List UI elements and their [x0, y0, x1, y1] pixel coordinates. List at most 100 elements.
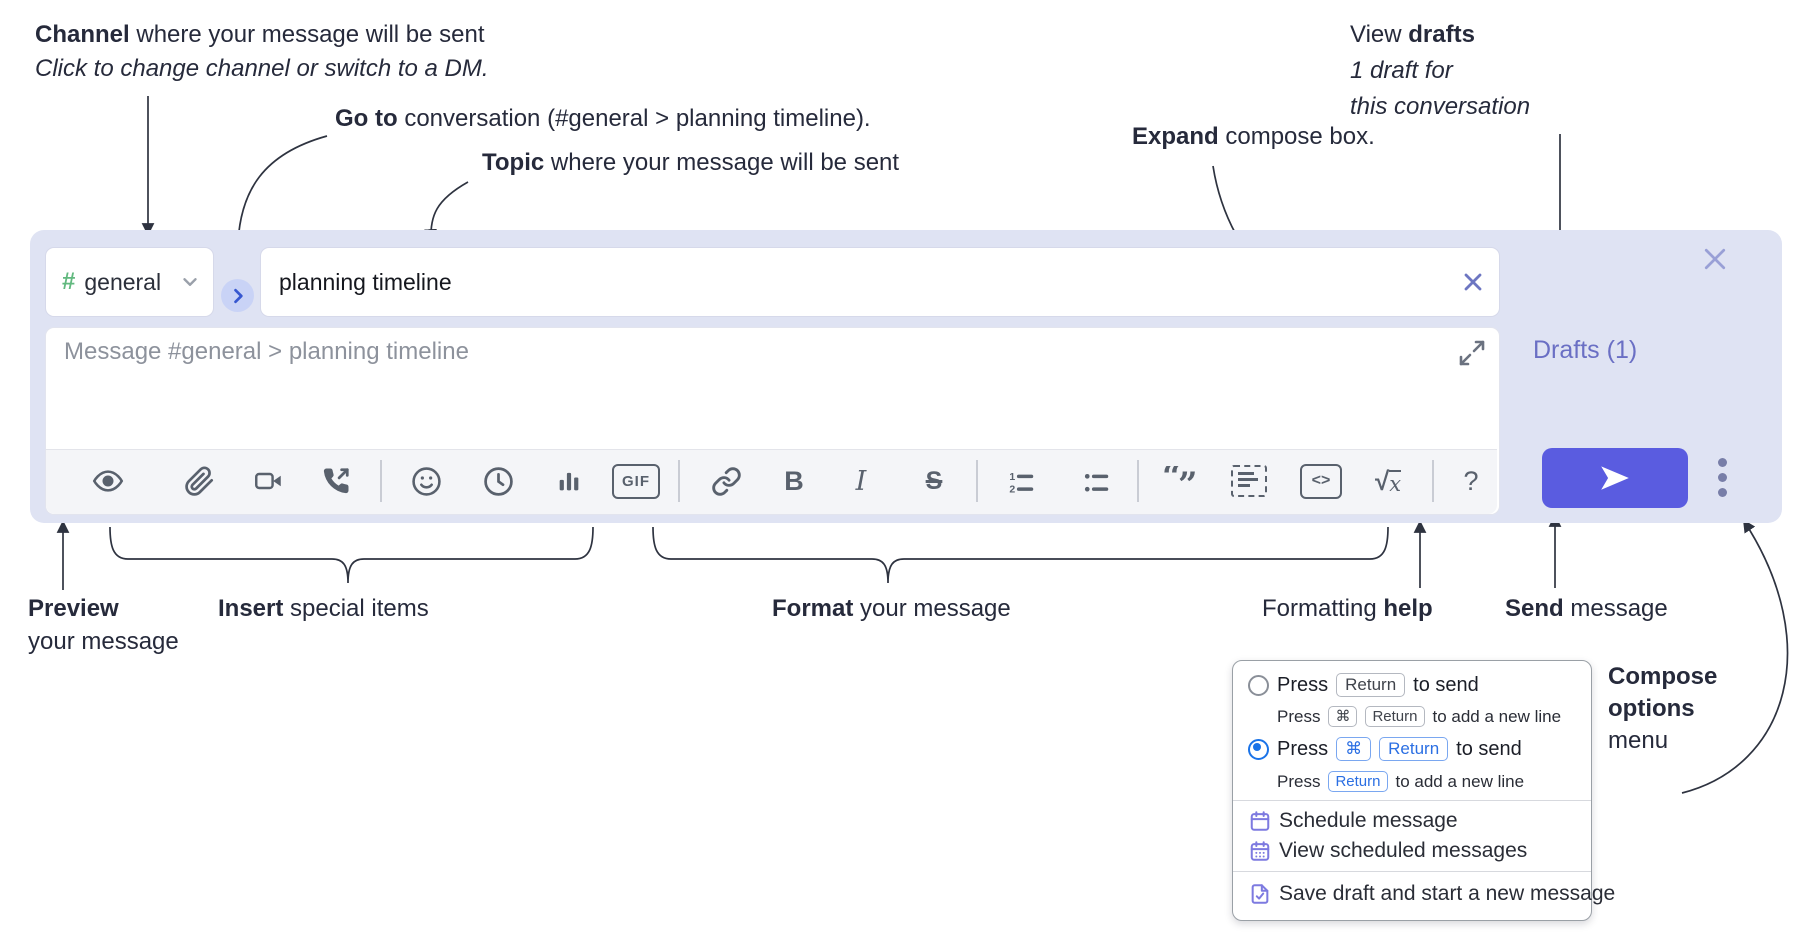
italic-button[interactable]: I — [839, 457, 883, 505]
view-scheduled-item[interactable]: View scheduled messages — [1249, 839, 1527, 863]
bold-icon: B — [784, 465, 804, 496]
poll-button[interactable] — [547, 457, 591, 505]
insert-annotation: Insert special items — [218, 594, 429, 624]
expand-compose-button[interactable] — [1457, 338, 1487, 368]
cmd-enter-sends-subtext: Press Return to add a new line — [1277, 771, 1524, 792]
italic-icon: I — [855, 465, 867, 497]
message-input[interactable] — [62, 336, 1446, 440]
expand-annotation: Expand compose box. — [1132, 122, 1375, 152]
spoiler-button[interactable] — [1227, 457, 1271, 505]
compose-options-button[interactable] — [1714, 458, 1732, 502]
calendar-icon — [1249, 810, 1271, 832]
quote-icon: “” — [1162, 466, 1198, 496]
svg-text:“: “ — [1162, 466, 1182, 496]
radio-unselected-icon[interactable] — [1248, 674, 1269, 696]
send-button[interactable] — [1542, 448, 1688, 508]
strikethrough-button[interactable]: S — [912, 457, 956, 505]
strikethrough-icon: S — [925, 466, 943, 495]
code-button[interactable]: <> — [1297, 457, 1345, 505]
return-key: Return — [1328, 771, 1388, 792]
send-annotation-rest: message — [1563, 595, 1668, 622]
ellipsis-dot — [1718, 488, 1727, 497]
goto-annotation-rest: conversation (#general > planning timeli… — [397, 105, 871, 132]
eye-icon — [92, 470, 124, 492]
channel-annotation-bold: Channel — [35, 21, 130, 48]
close-icon — [1704, 248, 1726, 270]
to-newline-label: to add a new line — [1395, 771, 1525, 791]
insert-annotation-bold: Insert — [218, 595, 284, 622]
quote-button[interactable]: “” — [1158, 457, 1202, 505]
link-icon — [711, 466, 741, 496]
math-button[interactable]: √x — [1362, 457, 1414, 505]
emoji-button[interactable] — [404, 457, 448, 505]
formatting-help-button[interactable]: ? — [1449, 457, 1493, 505]
toolbar-divider — [380, 460, 382, 502]
radio-selected-icon[interactable] — [1248, 738, 1269, 760]
topic-input[interactable] — [277, 248, 1461, 316]
schedule-message-label: Schedule message — [1279, 809, 1458, 832]
expand-annotation-bold: Expand — [1132, 123, 1219, 150]
format-annotation: Format your message — [772, 594, 1011, 624]
channel-annotation: Channel where your message will be sent — [35, 20, 485, 50]
global-time-button[interactable] — [476, 457, 520, 505]
save-draft-item[interactable]: Save draft and start a new message — [1249, 882, 1615, 906]
paperclip-icon — [184, 465, 213, 496]
enter-sends-option[interactable]: Press Return to send — [1248, 673, 1479, 697]
channel-selector[interactable]: # general — [45, 247, 214, 317]
send-annotation: Send message — [1505, 594, 1668, 624]
channel-name: general — [84, 268, 162, 295]
toolbar-divider — [1432, 460, 1434, 502]
svg-text:2: 2 — [1009, 484, 1015, 495]
attach-file-button[interactable] — [177, 457, 221, 505]
bulleted-list-icon — [1084, 474, 1109, 492]
cmd-enter-sends-option[interactable]: Press ⌘ Return to send — [1248, 737, 1522, 761]
format-annotation-bold: Format — [772, 595, 854, 622]
topic-clear-button[interactable] — [1459, 268, 1487, 296]
compose-options-menu: Press Return to send Press ⌘ Return to a… — [1232, 660, 1615, 921]
drafts-link[interactable]: Drafts (1) — [1533, 336, 1638, 364]
press-label: Press — [1277, 706, 1321, 726]
press-label: Press — [1277, 737, 1329, 760]
topic-annotation-rest: where your message will be sent — [544, 149, 900, 176]
bold-button[interactable]: B — [772, 457, 816, 505]
go-to-conversation-button[interactable] — [221, 279, 254, 312]
audio-call-button[interactable] — [314, 457, 358, 505]
clock-icon — [483, 466, 513, 496]
press-label: Press — [1277, 673, 1329, 696]
insert-annotation-rest: special items — [283, 595, 429, 622]
toolbar-divider — [678, 460, 680, 502]
schedule-message-item[interactable]: Schedule message — [1249, 809, 1458, 833]
channel-annotation-line2: Click to change channel or switch to a D… — [35, 55, 489, 82]
to-newline-label: to add a new line — [1432, 706, 1562, 726]
channel-annotation-rest: where your message will be sent — [129, 21, 485, 48]
link-button[interactable] — [704, 457, 748, 505]
topic-annotation-bold: Topic — [482, 149, 545, 176]
expand-annotation-rest: compose box. — [1218, 123, 1375, 150]
formatting-help-pre: Formatting — [1262, 595, 1384, 622]
compose-close-button[interactable] — [1700, 244, 1730, 274]
toolbar-divider — [976, 460, 978, 502]
press-label: Press — [1277, 771, 1321, 791]
enter-sends-subtext: Press ⌘ Return to add a new line — [1277, 706, 1561, 727]
video-call-button[interactable] — [246, 457, 290, 505]
numbered-list-icon: 12 — [1009, 471, 1034, 495]
compose-options-annotation-line2: options — [1608, 695, 1695, 722]
gif-button[interactable]: GIF — [611, 457, 661, 505]
preview-annotation: Preview — [28, 595, 119, 622]
ellipsis-dot — [1718, 458, 1727, 467]
return-key: Return — [1365, 706, 1425, 727]
goto-annotation-bold: Go to — [335, 105, 398, 132]
svg-text:1: 1 — [1009, 471, 1015, 483]
format-annotation-rest: your message — [853, 595, 1011, 622]
svg-text:”: ” — [1178, 466, 1198, 496]
bulleted-list-button[interactable] — [1074, 457, 1118, 505]
preview-button[interactable] — [86, 457, 130, 505]
formatting-help-annotation: Formatting help — [1262, 594, 1433, 624]
sqrt-glyph: √ — [1374, 465, 1390, 496]
compose-box: # general — [30, 230, 1782, 523]
code-icon: <> — [1300, 463, 1342, 499]
smiley-icon — [411, 466, 441, 496]
